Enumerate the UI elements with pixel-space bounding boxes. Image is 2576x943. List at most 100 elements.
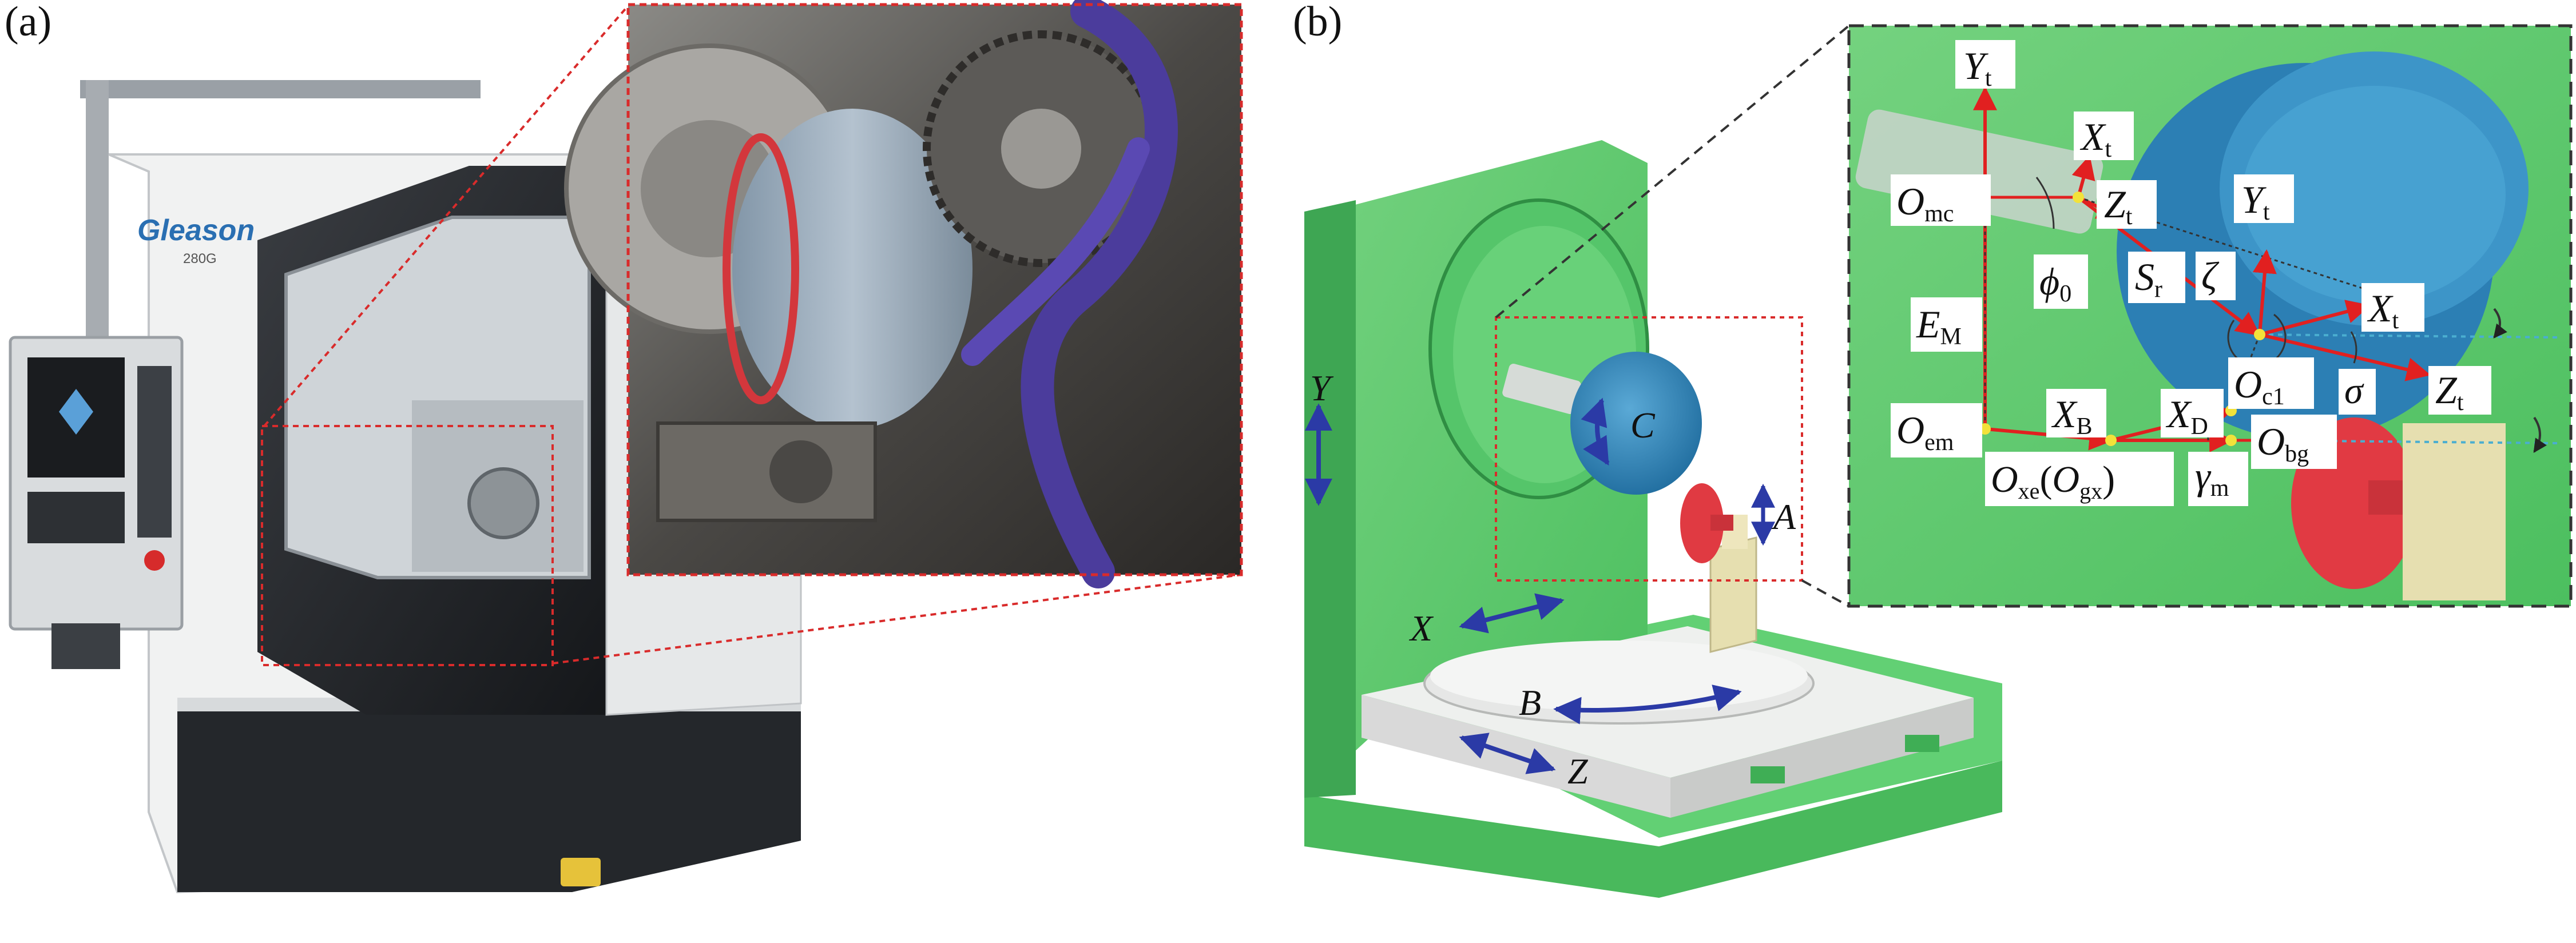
panel-tag-b: (b) [1293,0,1342,45]
base-floor-front [1304,761,2002,898]
vec-zt-right [2259,333,2431,381]
base-bump-1 [1751,766,1785,783]
label-sr: Sr [2128,252,2185,303]
label-gamma-m: γm [2188,452,2248,506]
arc-phi0 [2035,177,2055,229]
inset-border [1847,24,2573,608]
label-yt-mid: Yt [2234,174,2294,225]
axis-label-a: A [1771,496,1796,537]
svg-text:ϕ0: ϕ0 [2039,260,2071,307]
point-oc1 [2254,329,2265,340]
svg-text:XD: XD [2165,392,2208,440]
label-xt-top: Xt [2074,112,2134,162]
grinding-photo-inset [564,0,1243,588]
svg-text:Zt: Zt [2104,182,2133,230]
axis-label-x: X [1408,608,1434,648]
photo-spindle-shaft [656,421,877,522]
label-oem: Oem [1891,403,1982,457]
axis-label-b: B [1519,682,1541,723]
point-omc [2073,192,2084,203]
inset-cream-post [2403,423,2506,600]
label-xb: XB [2046,389,2106,440]
point-obg [2225,435,2237,446]
vec-xt-right [2259,300,2371,336]
inset-rot-arrow-2 [2533,416,2547,453]
inset-rot-arrow-1 [2493,308,2507,339]
c-axis-arrow [1581,397,1610,466]
inset-spindle [1855,109,2103,234]
photo-coolant-hose [1021,0,1178,588]
svg-text:Sr: Sr [2135,255,2162,303]
axis-arrows [1305,397,1775,774]
control-keypad [27,492,125,543]
svg-text:γm: γm [2195,454,2229,502]
vec-yt-mid [2252,249,2277,335]
photo-coolant-hose-2 [961,137,1150,366]
label-zeta: ζ [2196,252,2236,300]
foot-pedal [561,858,601,886]
model-gear [1680,483,1724,563]
label-em: EM [1911,297,1982,352]
label-oxe-ogx: Oxe(Ogx) [1985,452,2174,506]
workpiece-post [1709,536,1757,653]
svg-text:Omc: Omc [1896,180,1954,227]
svg-text:Xt: Xt [2367,287,2399,334]
control-buttons [137,366,172,538]
photo-inset-border [626,3,1243,576]
rotary-table-top [1430,640,1808,711]
control-estop [144,550,165,571]
svg-text:Xt: Xt [2079,115,2112,162]
z-axis-arrow [1459,733,1556,774]
svg-text:Oem: Oem [1896,408,1954,456]
zoom-source-box-a [261,425,554,666]
model-gear-shaft [1710,515,1733,531]
label-xd: XD [2161,389,2224,440]
svg-text:Obg: Obg [2257,420,2309,467]
base-bump-2 [1905,735,1939,752]
x-axis-arrow [1459,593,1565,634]
table-slide-side [1670,698,1974,818]
inset-gear-shaft [2368,480,2403,515]
svg-text:σ: σ [2344,370,2364,412]
label-sigma: σ [2339,369,2376,415]
b-axis-arrow [1553,685,1742,725]
photo-gear-hub [1001,109,1081,189]
label-phi0: ϕ0 [2034,254,2088,309]
label-omc: Omc [1891,174,1991,227]
inset-wheel-axis [2259,333,2558,339]
svg-text:Oxe(Ogx): Oxe(Ogx) [1991,459,2115,504]
svg-text:Yt: Yt [2241,178,2270,225]
label-zt-top: Zt [2097,180,2157,230]
arc-sigma [2350,331,2357,364]
photo-grinding-wheel [732,109,973,429]
label-yt-left: Yt [1955,40,2015,91]
inset-blue-wheel-face [2242,86,2506,303]
zoom-line-b-bottom [1801,579,1849,607]
svg-text:XB: XB [2051,392,2093,440]
zoom-line-b-top [1495,25,1850,319]
point-oxe [2105,435,2117,446]
svg-text:ζ: ζ [2201,254,2220,297]
column-side [1304,200,1356,798]
machine-model-label: 280G [183,251,217,266]
svg-text:EM: EM [1916,303,1962,350]
kinematic-inset: Yt Xt Omc Zt Yt ϕ0 Sr ζ [1847,24,2573,608]
svg-text:Zt: Zt [2435,368,2464,416]
zoom-line-a-bottom [552,574,1242,665]
model-spindle [1502,363,1581,415]
control-handwheel-box [51,623,120,669]
axis-label-z: Z [1567,751,1589,791]
axis-label-y: Y [1310,368,1334,408]
photo-wheel-red-band [723,133,799,404]
svg-text:Yt: Yt [1963,44,1992,91]
zoom-source-box-b [1495,316,1803,582]
machine-top-rail [80,80,481,98]
panel-tag-a: (a) [5,0,51,45]
vec-xt-top [2071,154,2095,198]
svg-text:Oc1: Oc1 [2234,363,2285,410]
machine-brand-logo: Gleason [137,214,255,247]
photo-spindle-end [769,440,832,503]
label-xt-right: Xt [2361,283,2424,334]
machine-spindle [467,467,539,539]
